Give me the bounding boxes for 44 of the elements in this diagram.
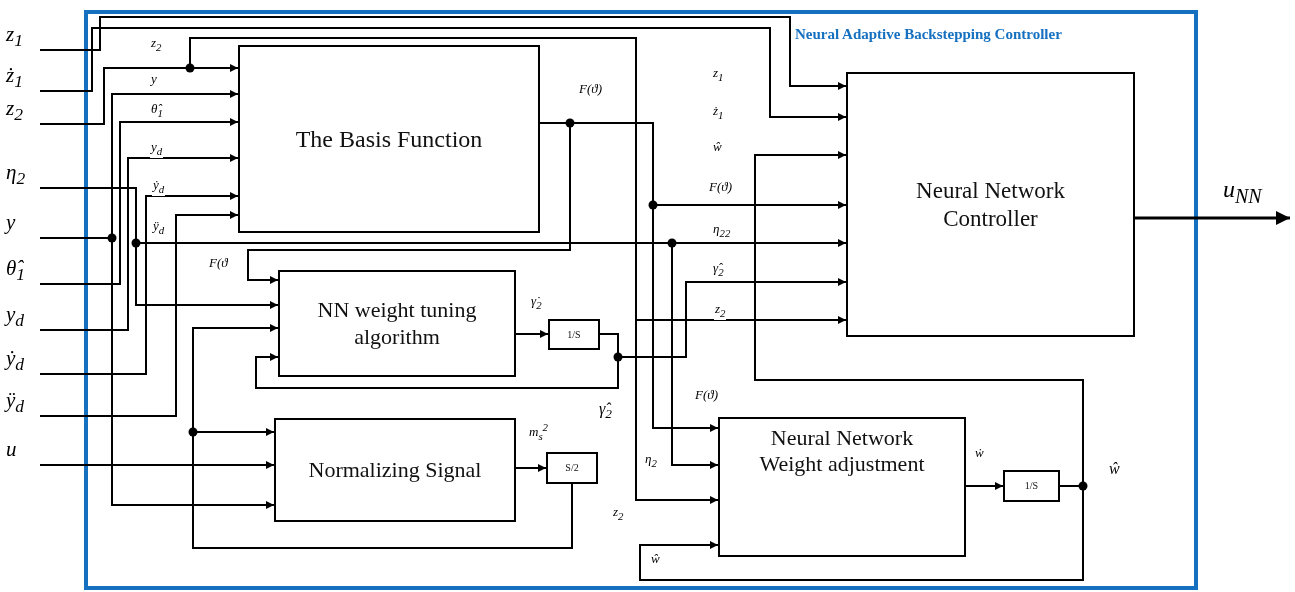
process-block: Normalizing Signal <box>274 418 516 522</box>
input-signal-label: ÿ$_{d}$ <box>6 388 40 420</box>
arrow <box>515 330 549 338</box>
input-signal-label: z$_{2}$ <box>6 96 40 128</box>
arrow <box>39 211 239 417</box>
edge-label: u$_{NN}$ <box>1222 176 1263 207</box>
arrow <box>39 118 239 285</box>
arrow <box>39 192 239 375</box>
input-signal-label: θ̂$_{1}$ <box>6 256 40 288</box>
arrow <box>1135 211 1290 225</box>
edge-label: γ̂$_{2}$ <box>712 261 725 279</box>
frame-title: Neural Adaptive Backstepping Controller <box>795 26 1062 43</box>
process-block: Neural Network Weight adjustment <box>718 417 966 557</box>
input-signal-label: η$_{2}$ <box>6 160 40 192</box>
edge-label: F(ϑ) <box>708 180 733 195</box>
input-signal-label: z$_{1}$ <box>6 22 40 54</box>
signal-label: F(ϑ) <box>578 82 603 97</box>
process-block: NN weight tuning algorithm <box>278 270 516 377</box>
arrow <box>39 16 847 90</box>
controller-frame <box>84 10 1198 590</box>
integrator-block: 1/S <box>1003 470 1060 502</box>
arrow <box>39 461 275 469</box>
edge-label: γ̇$_{2}$ <box>530 294 543 312</box>
edge-label: ż$_{1}$ <box>712 104 725 122</box>
arrow <box>39 37 719 504</box>
input-signal-label: u <box>6 437 40 469</box>
edge-label: ÿ$_{d}$ <box>152 219 166 237</box>
input-signal-label: y <box>6 210 40 242</box>
arrow <box>515 464 547 472</box>
edge-label: F(ϑ) <box>694 388 719 403</box>
arrow <box>39 27 847 121</box>
process-block: The Basis Function <box>238 45 540 233</box>
input-signal-label: ẏ$_{d}$ <box>6 346 40 378</box>
gain-block: S/2 <box>546 452 598 484</box>
edge-label: F(ϑ <box>208 256 229 271</box>
arrow <box>192 428 573 549</box>
edge-label: ẏ$_{d}$ <box>152 178 166 196</box>
input-signal-label: y$_{d}$ <box>6 302 40 334</box>
edge-label: θ̂$_{1}$ <box>150 102 164 120</box>
process-block: Neural Network Controller <box>846 72 1135 337</box>
arrow <box>39 154 239 331</box>
arrow <box>965 482 1004 490</box>
input-signal-label: ż$_{1}$ <box>6 63 40 95</box>
integrator-block: 1/S <box>548 319 600 350</box>
